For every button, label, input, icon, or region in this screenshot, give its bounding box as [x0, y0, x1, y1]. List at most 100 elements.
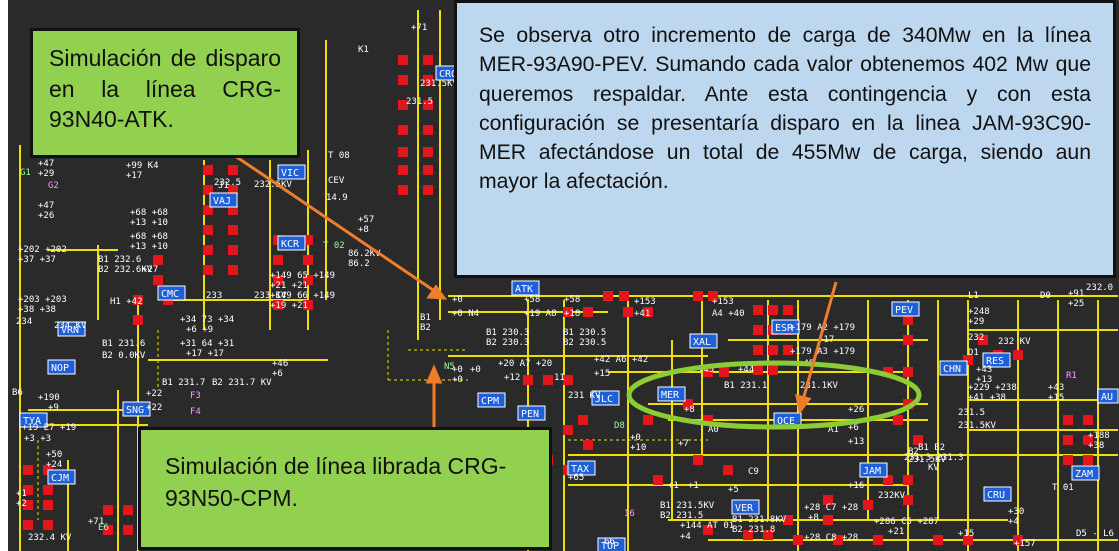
arrow-line-1 [215, 141, 437, 294]
breaker [203, 165, 213, 175]
station-label: PEN [521, 409, 539, 420]
breaker [753, 365, 763, 375]
scada-value: 234 [16, 317, 32, 327]
scada-value: +1 [16, 489, 27, 499]
breaker [1013, 535, 1023, 545]
breaker [823, 515, 833, 525]
scada-value: +286 C5 +287 [874, 517, 939, 527]
breaker [978, 335, 988, 345]
scada-value: +153 [712, 297, 734, 307]
scada-value: +9 [48, 403, 59, 413]
breaker [793, 535, 803, 545]
scada-value: 231.5KV [420, 79, 459, 89]
scada-value: +1 [688, 481, 699, 491]
breaker [423, 125, 433, 135]
station-label: JAM [863, 466, 881, 477]
scada-value: B2 [420, 323, 431, 333]
breaker [423, 165, 433, 175]
station-label-box [597, 537, 626, 551]
station-label-box [277, 235, 306, 251]
arrowhead-2 [425, 364, 443, 384]
scada-value: +15 [594, 369, 610, 379]
station-label-box [511, 280, 540, 296]
breaker [398, 100, 408, 110]
breaker [903, 315, 913, 325]
breaker [783, 515, 793, 525]
breaker [753, 325, 763, 335]
scada-value: +8 [808, 513, 819, 523]
scada-value: +91 [1068, 289, 1084, 299]
breaker [228, 165, 238, 175]
scada-value: B1 231.1 [724, 381, 767, 391]
station-label: VIC [281, 168, 299, 179]
breaker [883, 475, 893, 485]
scada-value: 231.5 [958, 408, 985, 418]
breaker [273, 300, 283, 310]
scada-value: +0 [452, 295, 463, 305]
station-label-box [57, 321, 86, 337]
scada-value: +20 A7 +20 [498, 359, 552, 369]
scada-value: +229 +238 [968, 383, 1017, 393]
scada-value: +10 [630, 443, 646, 453]
scada-value: +7 [678, 439, 689, 449]
scada-value: +21 [888, 527, 904, 537]
breaker [623, 307, 633, 317]
scada-value: +28 C7 +28 [804, 503, 858, 513]
scada-value: +34 73 +34 [180, 315, 234, 325]
breaker [103, 505, 113, 515]
scada-value: +0 [452, 375, 463, 385]
scada-value: 232 [968, 333, 984, 343]
station-label-box [122, 401, 151, 417]
breaker [703, 367, 713, 377]
scada-value: E6 [98, 523, 109, 533]
scada-value: +37 +37 [18, 255, 56, 265]
breaker [1063, 415, 1073, 425]
callout-arrows [215, 141, 838, 428]
breaker [398, 75, 408, 85]
scada-value: B1 230.5 [563, 328, 606, 338]
scada-value: 233 [206, 291, 222, 301]
breaker [643, 307, 653, 317]
station-label-box [567, 460, 596, 476]
scada-value: +149 66 +149 [270, 291, 335, 301]
scada-value: +30 [1008, 507, 1024, 517]
breaker [303, 255, 313, 265]
breaker [753, 345, 763, 355]
scada-value: 233 KV [254, 291, 287, 301]
scada-value: +6 +9 [186, 325, 213, 335]
station-label: VRN [61, 325, 79, 336]
scada-value: B2 232.6KV [98, 265, 153, 275]
scada-value: +8 [684, 405, 695, 415]
arrowhead-3 [795, 393, 812, 415]
scada-value: +68 +68 [130, 208, 168, 218]
scada-value: +248 [968, 307, 990, 317]
breaker [228, 245, 238, 255]
station-label-box [939, 360, 968, 376]
callout-disparo-atk-text: Simulación de disparo en la línea CRG-93… [49, 45, 281, 133]
scada-value: +22 [146, 403, 162, 413]
scada-value: 232.5KV [254, 180, 293, 190]
breaker [768, 345, 778, 355]
breaker [763, 530, 773, 540]
station-label: SNG [126, 405, 144, 416]
station-label-box [731, 499, 760, 515]
breaker [43, 520, 53, 530]
breaker [768, 365, 778, 375]
scada-value: +44 [738, 365, 754, 375]
station-label-box [157, 285, 186, 301]
scada-value: +202 +202 [18, 245, 67, 255]
breaker [963, 535, 973, 545]
station-label: ESR [775, 323, 794, 334]
breaker [903, 399, 913, 409]
callout-disparo-atk: Simulación de disparo en la línea CRG-93… [30, 28, 300, 158]
station-label-box [477, 392, 506, 408]
station-label-box [983, 486, 1012, 502]
station-label: OCE [777, 416, 795, 427]
breaker [103, 525, 113, 535]
scada-value: F3 [190, 391, 201, 401]
scada-value: D8 [614, 421, 625, 431]
scada-value: 232.4 KV [28, 533, 72, 543]
breaker [963, 355, 973, 365]
scada-value: +0 [630, 433, 641, 443]
breaker [423, 55, 433, 65]
